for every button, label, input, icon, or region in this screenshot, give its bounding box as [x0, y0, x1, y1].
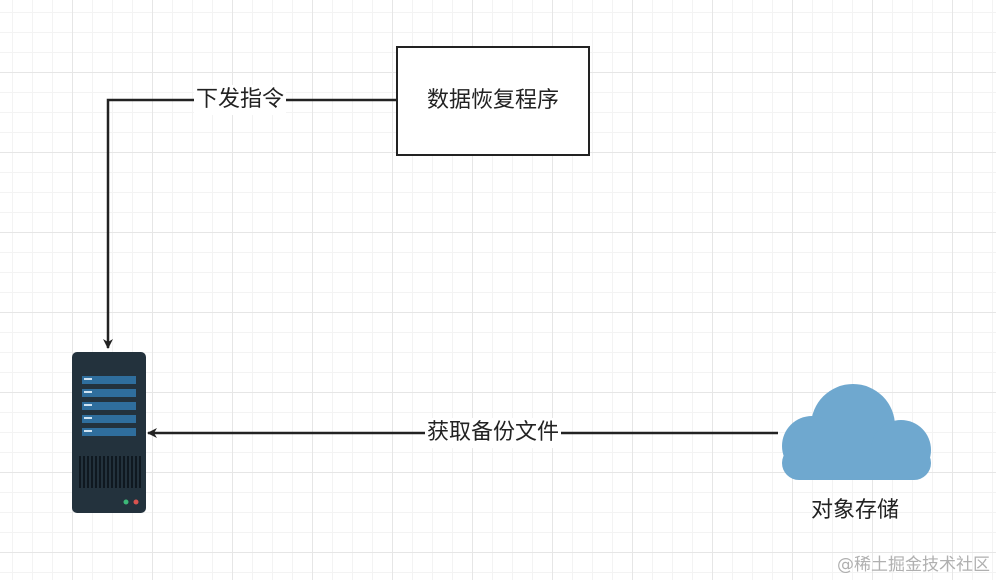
server-vent: [79, 456, 141, 488]
issue-command-label: 下发指令: [194, 85, 287, 115]
fetch-backup-label: 获取备份文件: [425, 418, 562, 448]
server-led-green: [123, 499, 129, 505]
recovery-program-node: 数据恢复程序: [396, 46, 590, 156]
recovery-program-label: 数据恢复程序: [426, 88, 559, 113]
object-storage-label: 对象存储: [810, 498, 899, 523]
server-icon: [72, 352, 146, 513]
watermark: @稀土掘金技术社区: [837, 555, 990, 575]
cloud-icon: [782, 384, 931, 480]
server-led-red: [133, 499, 139, 505]
issue-command-arrow: [103, 98, 396, 349]
